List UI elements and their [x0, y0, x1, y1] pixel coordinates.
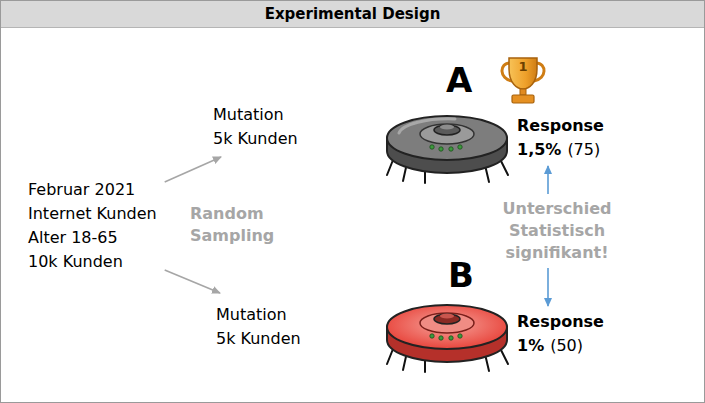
text-row: 10k Kunden: [28, 250, 157, 274]
text-row: 1% (50): [517, 334, 604, 358]
node-text: Februar 2021: [28, 180, 135, 199]
text-row: Internet Kunden: [28, 202, 157, 226]
text-row: Response: [517, 114, 604, 138]
connector-arrow: [165, 270, 220, 293]
response-result: Response 1,5% (75): [517, 114, 604, 162]
node-text: (50): [550, 336, 583, 355]
response-result: Response 1% (50): [517, 310, 604, 358]
trophy-rank-number: 1: [513, 59, 533, 75]
node-text: Unterschied Statistisch signifikant!: [503, 199, 612, 262]
text-row: Response: [517, 310, 604, 334]
text-row: 5k Kunden: [213, 127, 298, 151]
node-text: 10k Kunden: [28, 252, 123, 271]
node-text: Mutation: [213, 105, 284, 124]
node-text: 5k Kunden: [216, 329, 301, 348]
text-row: Mutation: [216, 303, 301, 327]
trophy-icon: [502, 58, 544, 103]
population-text: Februar 2021Internet KundenAlter 18-65 10…: [28, 178, 157, 274]
node-text: (75): [567, 140, 600, 159]
connector-arrow: [547, 268, 549, 306]
connector-arrow: [547, 166, 549, 194]
variant-letter: B: [448, 255, 474, 295]
node-text: Alter 18-65: [28, 228, 118, 247]
node-text: Response: [517, 312, 604, 331]
node-text: 1%: [517, 336, 544, 355]
mutation-group: Mutation 5k Kunden: [213, 103, 298, 151]
robot-a: [387, 116, 508, 183]
node-text: 1,5%: [517, 140, 561, 159]
text-row: 5k Kunden: [216, 327, 301, 351]
variant-letter: A: [446, 60, 472, 100]
text-row: 1,5% (75): [517, 138, 604, 162]
node-text: Response: [517, 116, 604, 135]
significance-note: Unterschied Statistisch signifikant!: [494, 198, 620, 264]
text-row: Februar 2021: [28, 178, 157, 202]
sampling-note: Random Sampling: [190, 203, 290, 247]
node-text: Internet Kunden: [28, 204, 157, 223]
diagram-title: Experimental Design: [0, 4, 705, 24]
text-row: Unterschied Statistisch signifikant!: [494, 198, 620, 264]
node-text: Mutation: [216, 305, 287, 324]
robot-b: [387, 305, 508, 372]
node-text: 5k Kunden: [213, 129, 298, 148]
connector-arrow: [165, 157, 221, 182]
mutation-group: Mutation 5k Kunden: [216, 303, 301, 351]
text-row: Mutation: [213, 103, 298, 127]
text-row: Alter 18-65: [28, 226, 157, 250]
